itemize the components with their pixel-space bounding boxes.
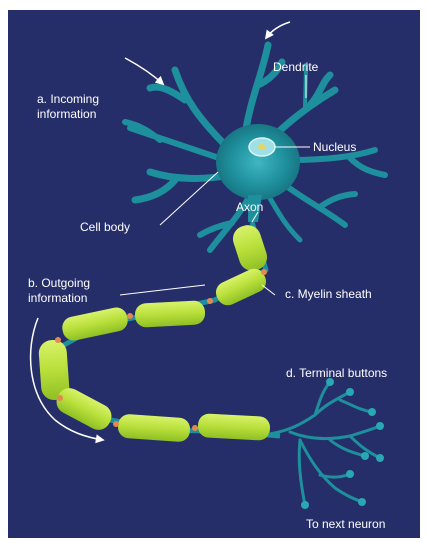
label-incoming-line1: a. Incoming [37,92,99,106]
label-terminal-buttons: d. Terminal buttons [286,366,387,380]
nucleolus-shape [258,144,266,150]
label-next-neuron: To next neuron [306,517,385,531]
label-cell-body: Cell body [80,220,130,234]
label-axon: Axon [236,200,263,214]
background [8,10,420,538]
label-outgoing-line1: b. Outgoing [28,276,90,290]
label-myelin-sheath: c. Myelin sheath [285,287,372,301]
label-dendrite: Dendrite [273,60,319,74]
label-outgoing-line2: information [28,291,87,305]
cell-body-shape [216,124,300,200]
label-nucleus: Nucleus [313,140,356,154]
label-incoming-line2: information [37,107,96,121]
